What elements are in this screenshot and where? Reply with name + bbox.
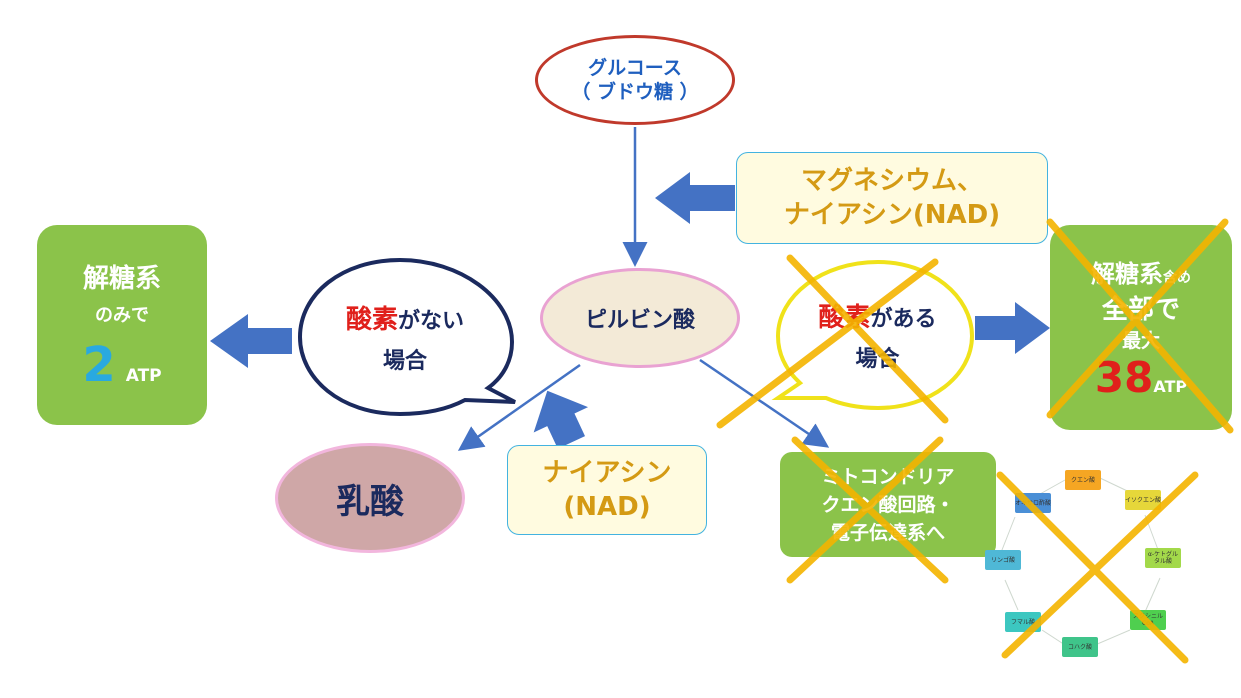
with-oxygen-rest: がある	[870, 307, 937, 332]
cofactor-bottom-line2: (NAD)	[563, 492, 651, 522]
lactic-acid-node: 乳酸	[275, 443, 465, 553]
cofactor-top-line2: ナイアシン(NAD)	[783, 200, 1001, 230]
pyruvic-acid-node: ピルビン酸	[540, 268, 740, 368]
mitochondria-cross-icon	[786, 436, 949, 584]
cofactor-bottom-line1: ナイアシン	[542, 458, 672, 488]
citric-cycle-node: α-ケトグルタル酸	[1145, 548, 1181, 568]
no-oxygen-oxygen-word: 酸素	[345, 305, 398, 335]
citric-cycle-node: イソクエン酸	[1125, 490, 1161, 510]
citric-cycle-cross-icon	[996, 471, 1199, 664]
lactic-acid-label: 乳酸	[336, 481, 404, 522]
mitochondria-line3: 電子伝達系へ	[830, 521, 945, 544]
glucose-sublabel: （ ブドウ糖 ）	[571, 81, 699, 103]
no-oxygen-bubble	[297, 257, 516, 417]
glycolysis-only-title: 解糖系	[82, 263, 161, 294]
citric-cycle-ring	[999, 477, 1161, 646]
no-oxygen-line2: 場合	[382, 349, 427, 374]
pyruvic-to-mitochondria-arrow	[699, 358, 830, 448]
mitochondria-line1: ミトコンドリア	[821, 465, 955, 488]
citric-cycle-node: コハク酸	[1062, 637, 1098, 657]
glucose-label: グルコース	[588, 57, 682, 79]
cofactor-top-block-arrow	[655, 172, 735, 224]
glycolysis-only-unit: ATP	[125, 365, 162, 386]
glucose-node: グルコース （ ブドウ糖 ）	[535, 35, 735, 125]
cofactor-top-box: マグネシウム、 ナイアシン(NAD)	[736, 152, 1048, 244]
no-oxygen-block-arrow	[210, 314, 292, 368]
full-pathway-cross-icon	[1046, 218, 1234, 434]
cofactor-bottom-box: ナイアシン (NAD)	[507, 445, 707, 535]
no-oxygen-text: 酸素がない 場合	[310, 300, 500, 382]
full-pathway-unit: ATP	[1153, 376, 1188, 396]
with-oxygen-block-arrow	[975, 302, 1050, 354]
with-oxygen-cross-icon	[716, 254, 949, 429]
glycolysis-only-box: 解糖系 のみで 2 ATP	[37, 225, 207, 425]
cofactor-bottom-block-arrow	[533, 390, 589, 449]
pyruvic-to-lactic-arrow	[457, 363, 581, 451]
citric-cycle-node: リンゴ酸	[985, 550, 1021, 570]
glycolysis-only-number: 2	[82, 336, 116, 393]
citric-cycle-node: クエン酸	[1065, 470, 1101, 490]
cofactor-top-line1: マグネシウム、	[800, 166, 983, 196]
full-pathway-number: 38	[1094, 352, 1154, 402]
mitochondria-box: ミトコンドリア クエン酸回路・ 電子伝達系へ	[780, 452, 996, 557]
glycolysis-only-subtitle: のみで	[95, 304, 149, 326]
no-oxygen-rest: がない	[398, 309, 465, 334]
pyruvic-acid-label: ピルビン酸	[584, 308, 695, 333]
